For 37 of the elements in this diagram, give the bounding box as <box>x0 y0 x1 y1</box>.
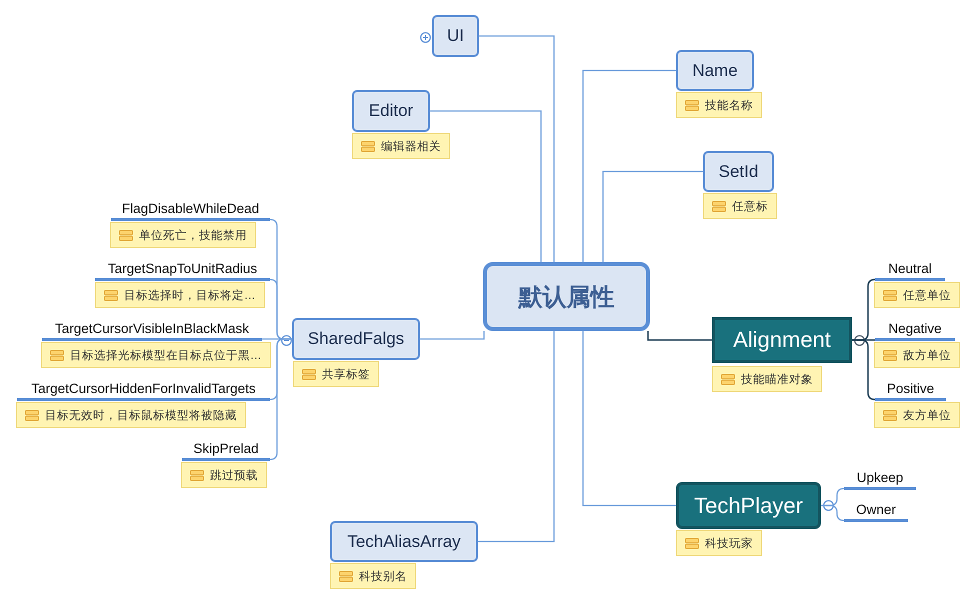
note-text: 友方单位 <box>903 408 951 422</box>
connector <box>647 331 712 341</box>
topic-box: Alignment <box>712 317 852 363</box>
central-topic: 默认属性 <box>483 262 650 331</box>
note-text: 任意标 <box>732 200 768 214</box>
topic-box: SharedFalgs <box>292 318 420 360</box>
connector <box>430 110 542 262</box>
note-text: 科技别名 <box>359 570 407 584</box>
note-text: 目标选择光标模型在目标点位于黑… <box>70 348 262 362</box>
connector <box>582 331 676 506</box>
subtopic: Owner <box>844 499 908 522</box>
subtopic: Upkeep <box>844 467 916 490</box>
connector <box>420 331 485 340</box>
note-text: 编辑器相关 <box>381 140 441 154</box>
note-text: 共享标签 <box>322 367 370 382</box>
connector <box>602 170 703 262</box>
connector <box>852 339 876 400</box>
connector <box>582 70 676 262</box>
note-text: 目标选择时，目标将定… <box>124 288 256 302</box>
topic-box: Editor <box>352 90 430 132</box>
topic-box: TechPlayer <box>676 482 821 529</box>
topic-box: Name <box>676 50 754 91</box>
connector <box>478 331 555 542</box>
note-text: 跳过预载 <box>210 468 258 482</box>
connector <box>269 338 292 460</box>
connector <box>821 504 845 522</box>
note-text: 目标无效时，目标鼠标模型将被隐藏 <box>45 408 237 422</box>
note-text: 技能瞄准对象 <box>741 372 813 386</box>
note-text: 任意单位 <box>903 288 951 302</box>
note-text: 技能名称 <box>705 98 753 112</box>
note-text: 科技玩家 <box>705 536 753 550</box>
topic-box: UI <box>432 15 479 57</box>
note-text: 单位死亡，技能禁用 <box>139 228 247 242</box>
topic-box: TechAliasArray <box>330 521 478 562</box>
note-text: 敌方单位 <box>903 348 951 362</box>
connector <box>479 35 555 262</box>
topic-box: SetId <box>703 151 774 192</box>
